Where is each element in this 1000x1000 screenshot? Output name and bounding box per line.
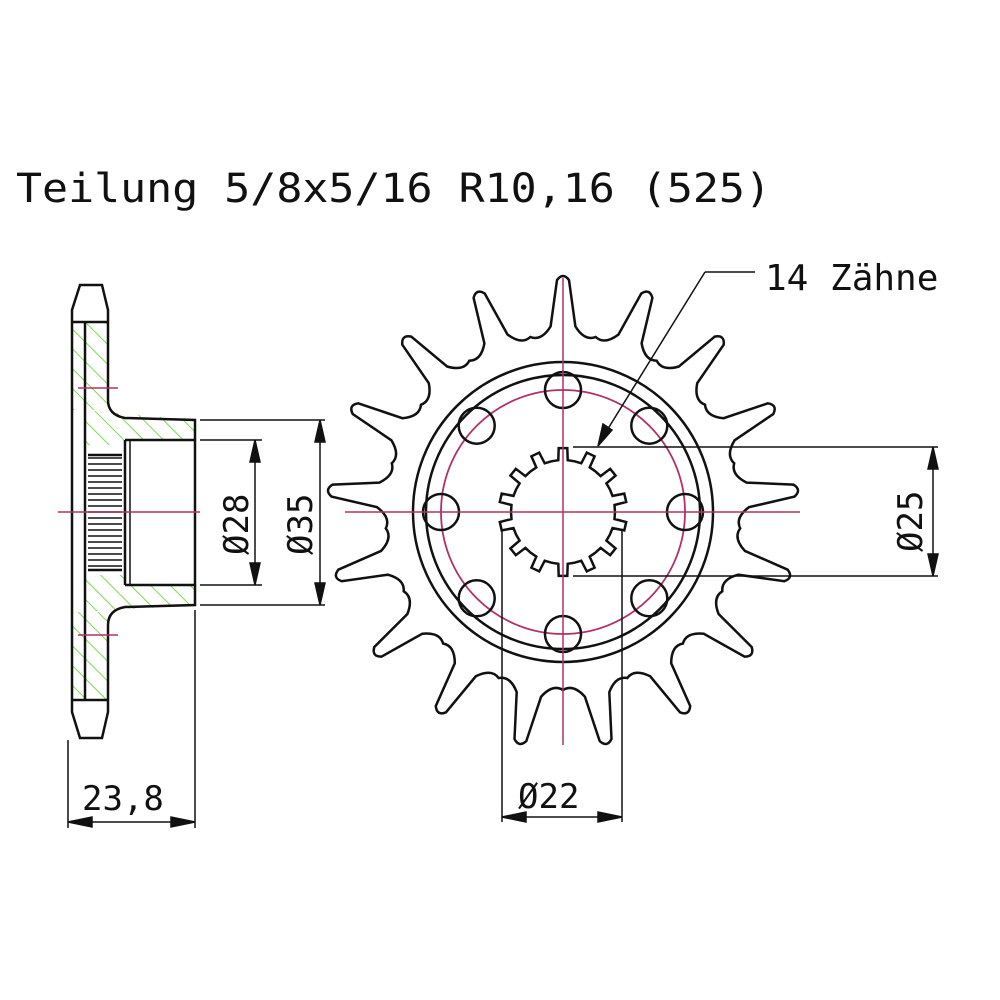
side-view-outline — [70, 283, 197, 740]
dim-hub-inner: Ø28 — [217, 494, 257, 555]
sprocket-teeth-outline — [326, 274, 800, 746]
side-centerlines — [58, 387, 200, 636]
spline-bore — [498, 446, 628, 578]
front-centerlines — [345, 278, 800, 745]
lightening-hole — [457, 406, 496, 445]
drawing-title: Teilung 5/8x5/16 R10,16 (525) — [16, 166, 771, 212]
teeth-count-label: 14 Zähne — [765, 258, 938, 299]
dim-hub-outer: Ø35 — [281, 494, 321, 555]
lightening-hole — [630, 579, 669, 618]
hatch-bottom-flange — [72, 612, 108, 700]
hatch-regions — [72, 322, 195, 700]
hatch-top-flange — [72, 322, 108, 410]
dim-width: 23,8 — [82, 779, 164, 819]
side-dimensions — [67, 419, 326, 828]
front-dimensions — [501, 271, 939, 823]
hatch-bottom-hub — [85, 575, 195, 612]
lightening-hole — [457, 579, 496, 618]
side-spline-lines — [88, 457, 122, 567]
dim-bore: Ø22 — [518, 777, 579, 817]
lightening-hole — [630, 406, 669, 445]
dim-spline: Ø25 — [891, 491, 931, 552]
